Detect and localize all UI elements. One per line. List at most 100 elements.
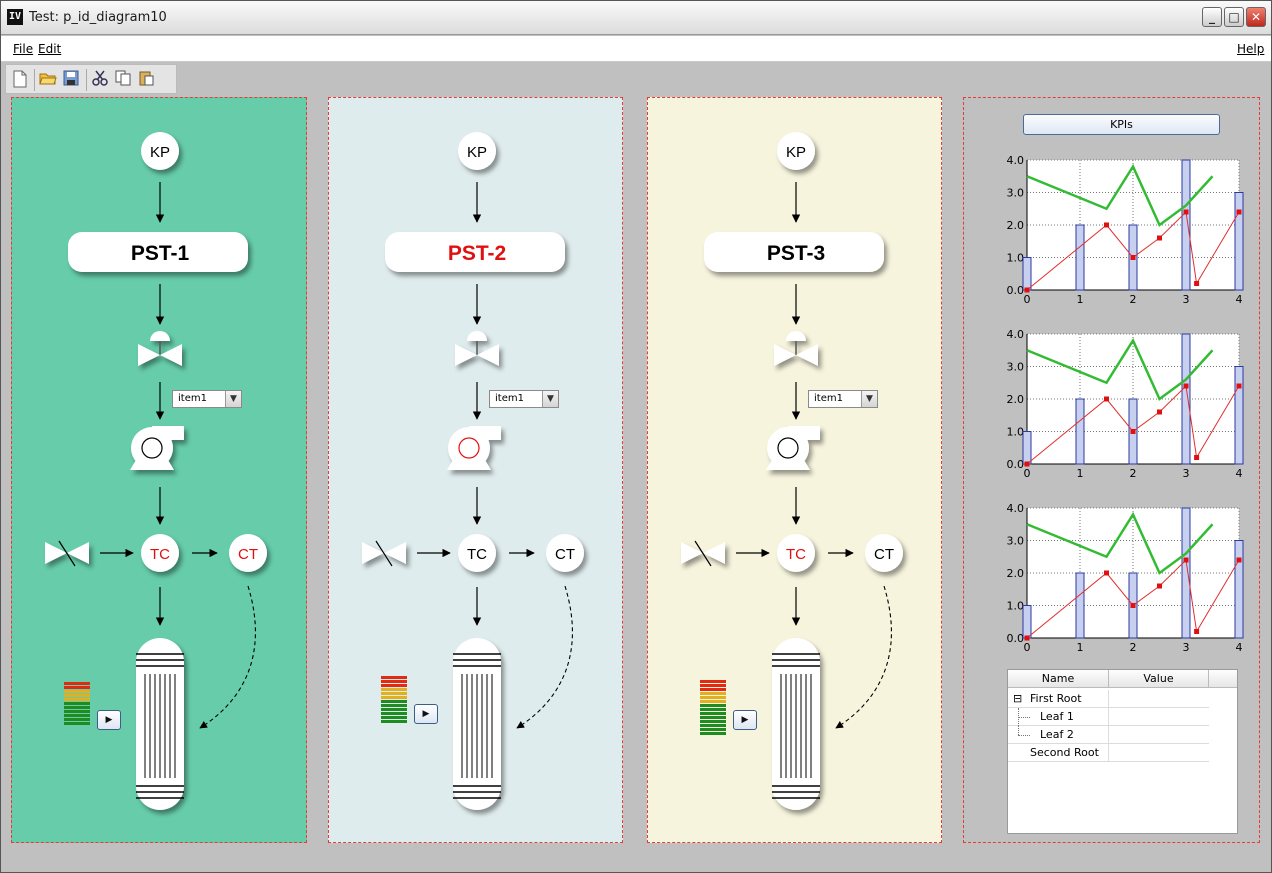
tree-row-first-root[interactable]: ⊟ First Root bbox=[1008, 690, 1209, 708]
ct-instrument[interactable]: CT bbox=[546, 534, 584, 572]
control-valve-icon[interactable] bbox=[455, 331, 499, 366]
tc-instrument-shape bbox=[141, 534, 179, 572]
pst-tank[interactable]: PST-3 bbox=[704, 232, 884, 272]
pst-tank[interactable]: PST-1 bbox=[68, 232, 248, 272]
item-combobox[interactable]: item1▼ bbox=[489, 390, 559, 408]
tree-row-label: First Root bbox=[1030, 692, 1082, 705]
kp-instrument[interactable]: KP bbox=[141, 132, 179, 170]
new-file-icon[interactable] bbox=[10, 70, 30, 90]
menu-edit[interactable]: Edit bbox=[38, 42, 62, 56]
paste-icon[interactable] bbox=[136, 70, 156, 90]
kpis-button[interactable]: KPIs bbox=[1023, 114, 1220, 135]
pst-tank-shape bbox=[704, 232, 884, 272]
ct-instrument-shape bbox=[546, 534, 584, 572]
ct-instrument[interactable]: CT bbox=[229, 534, 267, 572]
red-series-point bbox=[1130, 603, 1136, 608]
level-bar-segment bbox=[381, 676, 407, 679]
red-series-point bbox=[1024, 287, 1030, 293]
bar bbox=[1022, 605, 1032, 639]
close-button[interactable]: ✕ bbox=[1246, 7, 1266, 27]
bar bbox=[1234, 540, 1244, 639]
chevron-down-icon[interactable]: ▼ bbox=[225, 391, 241, 407]
x-tick-label: 4 bbox=[1236, 467, 1243, 478]
menu-bar: File Edit Help bbox=[1, 36, 1271, 62]
column-vessel-icon[interactable] bbox=[772, 638, 820, 810]
ct-instrument[interactable]: CT bbox=[865, 534, 903, 572]
red-series-point bbox=[1194, 455, 1200, 460]
bar bbox=[1181, 159, 1191, 291]
level-bar-segment bbox=[64, 698, 90, 701]
tree-row-label: Leaf 2 bbox=[1040, 728, 1074, 741]
pid-diagram: KP PST-1TC CT bbox=[45, 132, 267, 810]
column-vessel-icon[interactable] bbox=[453, 638, 501, 810]
red-series-point bbox=[1157, 409, 1162, 415]
control-valve-icon[interactable] bbox=[138, 331, 182, 366]
y-tick-label: 2.0 bbox=[1007, 219, 1025, 232]
chevron-down-icon[interactable]: ▼ bbox=[542, 391, 558, 407]
item-combobox[interactable]: item1 ▼ bbox=[172, 390, 242, 408]
level-bar-segment bbox=[700, 684, 726, 687]
save-icon[interactable] bbox=[61, 70, 81, 90]
x-tick-label: 0 bbox=[1024, 293, 1031, 304]
pst-label: PST-1 bbox=[131, 242, 190, 265]
chevron-down-icon[interactable]: ▼ bbox=[861, 391, 877, 407]
level-bar-segment bbox=[64, 686, 90, 689]
tc-instrument[interactable]: TC bbox=[458, 534, 496, 572]
level-bar-segment bbox=[64, 714, 90, 717]
x-tick-label: 0 bbox=[1024, 641, 1031, 652]
y-tick-label: 0.0 bbox=[1007, 458, 1025, 471]
tree-row-leaf-2[interactable]: Leaf 2 bbox=[1008, 726, 1209, 744]
play-button[interactable]: ▶ bbox=[733, 710, 757, 730]
y-tick-label: 2.0 bbox=[1007, 393, 1025, 406]
minimize-button[interactable]: _ bbox=[1202, 7, 1222, 27]
tc-instrument-label: TC bbox=[467, 546, 487, 563]
tc-instrument[interactable]: TC bbox=[141, 534, 179, 572]
tree-row-leaf-1[interactable]: Leaf 1 bbox=[1008, 708, 1209, 726]
green-series-line bbox=[1026, 163, 1214, 227]
y-tick-label: 1.0 bbox=[1007, 426, 1025, 439]
combobox-value: item1 bbox=[814, 393, 843, 404]
kp-instrument[interactable]: KP bbox=[777, 132, 815, 170]
collapse-icon[interactable]: ⊟ bbox=[1013, 692, 1023, 705]
column-header-value[interactable]: Value bbox=[1109, 670, 1209, 688]
level-bar-segment bbox=[700, 680, 726, 683]
play-button[interactable]: ▶ bbox=[97, 710, 121, 730]
copy-icon[interactable] bbox=[113, 70, 133, 90]
open-folder-icon[interactable] bbox=[38, 70, 58, 90]
bar bbox=[1181, 333, 1191, 465]
pst-tank[interactable]: PST-2 bbox=[385, 232, 565, 272]
title-bar[interactable]: IV Test: p_id_diagram10 _ □ ✕ bbox=[1, 1, 1271, 35]
control-valve-icon[interactable] bbox=[774, 331, 818, 366]
level-bar-segment bbox=[700, 728, 726, 731]
pst-tank-shape bbox=[68, 232, 248, 272]
red-series-point bbox=[1130, 255, 1136, 260]
y-tick-label: 0.0 bbox=[1007, 632, 1025, 645]
tree-row-label: Leaf 1 bbox=[1040, 710, 1074, 723]
menu-file[interactable]: File bbox=[13, 42, 34, 56]
level-bar-segment bbox=[700, 708, 726, 711]
column-vessel-icon[interactable] bbox=[136, 638, 184, 810]
bar bbox=[1234, 366, 1244, 465]
maximize-button[interactable]: □ bbox=[1224, 7, 1244, 27]
tc-instrument[interactable]: TC bbox=[777, 534, 815, 572]
cut-icon[interactable] bbox=[90, 70, 110, 90]
column-header-name[interactable]: Name bbox=[1008, 670, 1109, 688]
bar bbox=[1022, 257, 1032, 291]
tree-view[interactable]: Name Value ⊟ First Root Leaf 1 Leaf 2 bbox=[1007, 669, 1238, 834]
kp-instrument[interactable]: KP bbox=[458, 132, 496, 170]
tree-row-second-root[interactable]: Second Root bbox=[1008, 744, 1209, 762]
level-bar-segment bbox=[700, 704, 726, 707]
green-series-line bbox=[1026, 337, 1214, 401]
tree-row-label: Second Root bbox=[1030, 746, 1099, 759]
item-combobox[interactable]: item1 ▼ bbox=[808, 390, 878, 408]
level-bar-segment bbox=[700, 700, 726, 703]
play-button[interactable]: ▶ bbox=[414, 704, 438, 724]
red-series-point bbox=[1183, 209, 1189, 215]
green-series-line bbox=[1026, 511, 1214, 575]
menu-help[interactable]: Help bbox=[1237, 42, 1265, 56]
combobox-value: item1 bbox=[178, 393, 207, 404]
x-tick-label: 1 bbox=[1077, 641, 1084, 652]
